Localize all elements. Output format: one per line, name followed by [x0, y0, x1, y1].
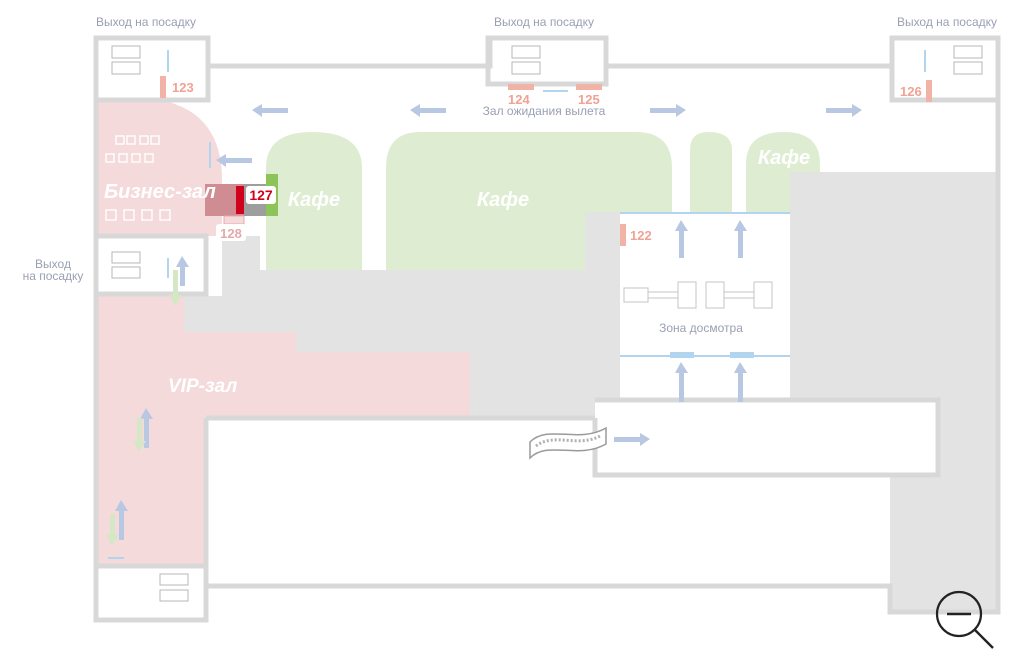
- gate-number-123[interactable]: 123: [172, 80, 194, 95]
- escalator-icon: [529, 426, 607, 460]
- stairs-ne: [953, 45, 983, 75]
- arrow-up-icon: [675, 220, 688, 258]
- cafe-label-left[interactable]: Кафе: [288, 189, 340, 211]
- zoom-out-icon: [935, 590, 994, 649]
- seating-cluster-2: [105, 153, 154, 163]
- stairs-sw: [159, 573, 189, 602]
- arrow-up-icon: [115, 500, 128, 540]
- arrow-down-icon: [133, 418, 146, 452]
- scanner-1: [623, 281, 697, 309]
- gate-number-122[interactable]: 122: [630, 228, 652, 243]
- arrow-right-icon: [826, 104, 862, 117]
- seating-cluster-1: [115, 135, 160, 145]
- room-127-badge[interactable]: 127: [246, 186, 276, 204]
- cafe-label-center[interactable]: Кафе: [477, 189, 529, 211]
- arrow-right-icon: [614, 433, 650, 446]
- arrow-down-icon: [169, 270, 182, 306]
- vip-lounge-area[interactable]: [96, 296, 470, 566]
- seating-row: [105, 209, 171, 221]
- stairs: [111, 45, 983, 602]
- security-zone-label: Зона досмотра: [659, 321, 743, 335]
- arrow-up-icon: [140, 408, 153, 448]
- arrow-left-icon: [252, 104, 288, 117]
- business-lounge-area[interactable]: [96, 100, 222, 236]
- stairs-center: [511, 45, 541, 75]
- arrow-down-icon: [106, 514, 119, 546]
- arrow-right-icon: [650, 104, 686, 117]
- service-zones: [184, 172, 998, 612]
- business-lounge-label[interactable]: Бизнес-зал: [104, 181, 216, 203]
- security-gates-bottom: [670, 352, 754, 358]
- gate-number-124[interactable]: 124: [508, 92, 530, 107]
- arrow-up-icon: [675, 362, 688, 402]
- stairs-nw: [111, 45, 141, 75]
- lounge-furniture: [105, 135, 171, 221]
- arrow-left-icon: [216, 154, 252, 167]
- cafe-label-right[interactable]: Кафе: [758, 147, 810, 169]
- arrow-up-icon: [176, 256, 189, 286]
- gate-number-126[interactable]: 126: [900, 84, 922, 99]
- room-128-badge[interactable]: 128: [216, 224, 246, 241]
- departure-hall-label: Зал ожидания вылета: [483, 104, 606, 118]
- cafe-left: [266, 132, 362, 270]
- room-127-label: 127: [249, 187, 273, 203]
- gate-exit-label-nw: Выход на посадку: [96, 15, 196, 29]
- arrow-left-icon: [410, 104, 446, 117]
- cafe-areas: [266, 132, 820, 270]
- arrow-up-icon: [734, 220, 747, 258]
- glass-partitions: [108, 50, 926, 559]
- side-exit-label-line1: Выход: [35, 257, 71, 271]
- flow-arrows: [115, 104, 862, 540]
- arrow-up-icon: [734, 362, 747, 402]
- security-scanners: [623, 281, 773, 309]
- scanner-2: [705, 281, 773, 309]
- gate-exit-label-center: Выход на посадку: [494, 15, 594, 29]
- room-128-label: 128: [220, 226, 242, 241]
- side-exit-label-line2: на посадку: [23, 269, 84, 283]
- zoom-out-button[interactable]: [930, 586, 1000, 652]
- lounge-arrows: [106, 270, 182, 546]
- cafe-small: [690, 132, 732, 212]
- cafe-center: [386, 132, 672, 270]
- gate-exit-label-ne: Выход на посадку: [897, 15, 997, 29]
- gate-number-125[interactable]: 125: [578, 92, 600, 107]
- gate-markers: [160, 76, 932, 246]
- cafe-right: [746, 132, 820, 212]
- vip-lounge-label[interactable]: VIP-зал: [168, 376, 237, 397]
- stairs-w: [111, 251, 141, 279]
